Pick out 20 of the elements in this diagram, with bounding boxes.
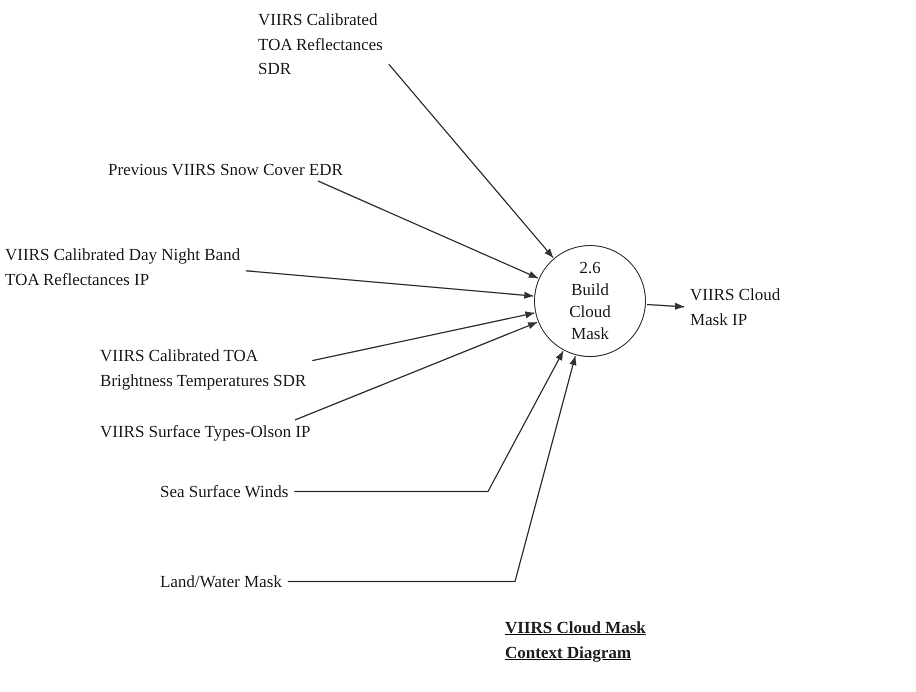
process-circle xyxy=(534,245,646,357)
data-flow-label: VIIRS Surface Types-Olson IP xyxy=(100,421,310,443)
arrow xyxy=(294,322,538,421)
data-flow-label: Land/Water Mask xyxy=(160,571,282,593)
diagram-title: VIIRS Cloud Mask Context Diagram xyxy=(505,617,647,664)
data-flow-label: VIIRS Calibrated TOA Reflectances SDR xyxy=(258,9,384,80)
arrow xyxy=(294,351,564,492)
data-flow-label: VIIRS Cloud Mask IP xyxy=(690,284,782,331)
arrow xyxy=(246,270,534,299)
arrow xyxy=(646,302,684,310)
process-label: Build Cloud Mask xyxy=(568,278,612,346)
data-flow-label: VIIRS Calibrated Day Night Band TOA Reflectances IP xyxy=(5,244,242,291)
arrow xyxy=(388,64,554,258)
data-flow-label: Previous VIIRS Snow Cover EDR xyxy=(108,159,343,181)
data-flow-label: Sea Surface Winds xyxy=(160,481,288,503)
arrow xyxy=(318,180,538,279)
process-label: 2.6 xyxy=(578,256,602,279)
data-flow-label: VIIRS Calibrated TOA Brightness Temperatures SDR xyxy=(100,345,308,392)
arrow xyxy=(312,311,534,362)
arrow xyxy=(288,356,576,582)
